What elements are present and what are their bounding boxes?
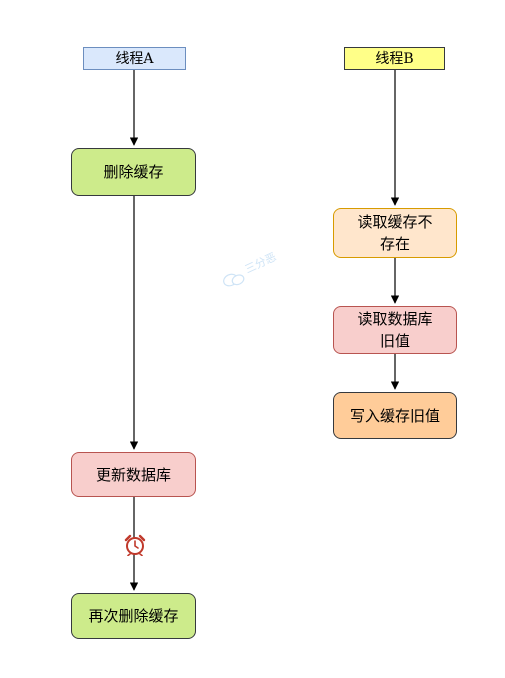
- thread-a-update-database: 更新数据库: [71, 452, 196, 497]
- thread-a-delete-cache: 删除缓存: [71, 148, 196, 196]
- thread-a-delete-cache-again: 再次删除缓存: [71, 593, 196, 639]
- thread-b-read-cache-miss-line1: 读取缓存不: [357, 213, 433, 231]
- thread-b-read-cache-miss: 读取缓存不 存在: [333, 208, 457, 258]
- thread-b-header-label: 线程B: [375, 50, 414, 67]
- thread-b-write-old-cache: 写入缓存旧值: [333, 392, 457, 439]
- thread-b-header: 线程B: [344, 47, 445, 70]
- thread-b-read-old-value-line1: 读取数据库: [357, 310, 433, 328]
- wechat-bubble-icon: [223, 273, 245, 287]
- thread-b-read-old-value: 读取数据库 旧值: [333, 306, 457, 354]
- thread-a-delete-cache-label: 删除缓存: [103, 163, 164, 181]
- alarm-clock-icon: [124, 534, 146, 556]
- thread-a-header-label: 线程A: [115, 50, 154, 67]
- thread-a-update-database-label: 更新数据库: [95, 465, 171, 484]
- watermark-text: 三分恶: [242, 250, 279, 277]
- thread-b-read-cache-miss-line2: 存在: [379, 235, 410, 253]
- watermark: 三分恶: [216, 226, 324, 305]
- thread-b-write-old-cache-label: 写入缓存旧值: [349, 406, 440, 425]
- thread-b-read-old-value-line2: 旧值: [379, 332, 410, 350]
- thread-a-delete-cache-again-label: 再次删除缓存: [88, 607, 179, 625]
- thread-a-header: 线程A: [83, 47, 186, 70]
